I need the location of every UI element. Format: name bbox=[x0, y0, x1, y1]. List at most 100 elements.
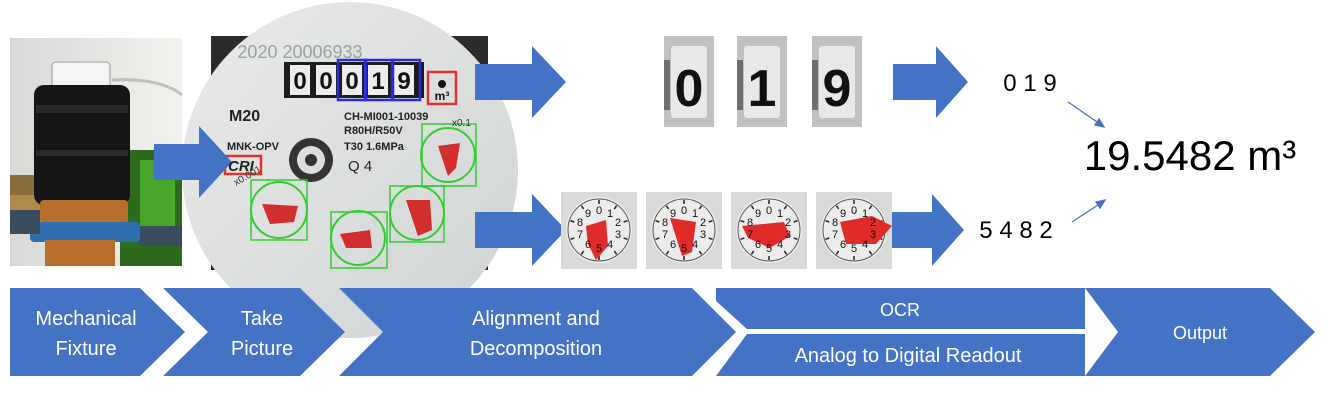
dial-crop-4 bbox=[816, 192, 892, 269]
dial-numbers: 0 1 2 3 4 5 6 7 8 9 0 1 2 3 4 5 6 7 8 9 … bbox=[577, 205, 876, 255]
svg-text:3: 3 bbox=[785, 229, 791, 241]
step4-label-top: OCR bbox=[880, 300, 920, 320]
step1-label-2: Fixture bbox=[55, 338, 116, 360]
svg-text:9: 9 bbox=[840, 208, 846, 220]
meter-serial-text: 2020 20006933 bbox=[237, 42, 362, 62]
dial-crops bbox=[561, 192, 892, 269]
svg-text:6: 6 bbox=[840, 239, 846, 251]
step3-label-1: Alignment and bbox=[472, 308, 600, 330]
svg-text:1: 1 bbox=[607, 208, 613, 220]
chevron-mechanical-fixture bbox=[10, 288, 185, 376]
arrow-dials-to-readout bbox=[888, 194, 964, 266]
meter-model-text: M20 bbox=[229, 108, 260, 125]
chevron-alignment bbox=[339, 288, 736, 376]
svg-text:3: 3 bbox=[615, 229, 621, 241]
step1-label-1: Mechanical bbox=[35, 308, 136, 330]
flow-arrows bbox=[154, 46, 968, 266]
meter-digit-3: 0 bbox=[345, 68, 358, 95]
svg-text:9: 9 bbox=[585, 208, 591, 220]
digit-crop-3-text: 9 bbox=[823, 60, 852, 118]
meter-digit-4: 1 bbox=[371, 68, 384, 95]
svg-text:8: 8 bbox=[832, 217, 838, 229]
result-arrows bbox=[1067, 101, 1107, 223]
digit-crop-1-text: 0 bbox=[675, 60, 704, 118]
svg-text:2: 2 bbox=[870, 217, 876, 229]
dial-crop-1 bbox=[561, 192, 637, 269]
step4-label-bottom: Analog to Digital Readout bbox=[795, 345, 1022, 367]
arrow-digits-to-ocr bbox=[893, 46, 968, 118]
digital-readout: 0 1 9 bbox=[1003, 70, 1056, 97]
meter-digit-5: 9 bbox=[397, 68, 410, 95]
chevron-output bbox=[1085, 288, 1315, 376]
svg-text:4: 4 bbox=[692, 239, 698, 251]
digit-crop-1 bbox=[664, 36, 714, 127]
meter-digit-1: 0 bbox=[293, 68, 306, 95]
svg-text:9: 9 bbox=[670, 208, 676, 220]
final-value: 19.5482 m³ bbox=[1084, 132, 1296, 179]
svg-text:1: 1 bbox=[777, 208, 783, 220]
dial-crop-2 bbox=[646, 192, 722, 269]
meter-q-text: Q 4 bbox=[348, 158, 372, 175]
meter-brand-text: CRI bbox=[228, 158, 255, 175]
analog-readout: 5 4 8 2 bbox=[979, 217, 1052, 244]
svg-text:8: 8 bbox=[577, 217, 583, 229]
meter-digit-2: 0 bbox=[319, 68, 332, 95]
meter-maker-text: MNK-OPV bbox=[227, 141, 280, 153]
arrow-meter-to-digits bbox=[475, 46, 566, 118]
svg-text:2: 2 bbox=[785, 217, 791, 229]
svg-text:4: 4 bbox=[607, 239, 613, 251]
arrow-fixture-to-meter bbox=[154, 126, 232, 198]
svg-text:0: 0 bbox=[681, 205, 687, 217]
step3-label-2: Decomposition bbox=[470, 338, 602, 360]
digit-crops bbox=[664, 36, 862, 127]
svg-text:6: 6 bbox=[585, 239, 591, 251]
svg-text:0: 0 bbox=[596, 205, 602, 217]
svg-text:5: 5 bbox=[596, 243, 602, 255]
meter-spec2-text: T30 1.6MPa bbox=[344, 141, 405, 153]
svg-text:2: 2 bbox=[700, 217, 706, 229]
meter-unit-text: m³ bbox=[435, 89, 450, 103]
svg-text:7: 7 bbox=[662, 229, 668, 241]
svg-text:7: 7 bbox=[747, 229, 753, 241]
svg-text:1: 1 bbox=[862, 208, 868, 220]
svg-text:3: 3 bbox=[870, 229, 876, 241]
digit-crop-2-text: 1 bbox=[748, 60, 777, 118]
svg-text:5: 5 bbox=[766, 243, 772, 255]
svg-text:5: 5 bbox=[851, 243, 857, 255]
pipeline-labels: Mechanical Fixture Take Picture Alignmen… bbox=[35, 300, 1227, 367]
svg-text:9: 9 bbox=[755, 208, 761, 220]
meter-labels: 2020 20006933 0 0 0 1 9 m³ M20 CH-MI001-… bbox=[227, 42, 471, 189]
svg-text:0: 0 bbox=[766, 205, 772, 217]
svg-text:2: 2 bbox=[615, 217, 621, 229]
svg-text:3: 3 bbox=[700, 229, 706, 241]
svg-text:6: 6 bbox=[670, 239, 676, 251]
svg-text:8: 8 bbox=[747, 217, 753, 229]
pipeline-chevrons bbox=[10, 288, 1315, 376]
dial-crop-3 bbox=[731, 192, 807, 269]
svg-text:8: 8 bbox=[662, 217, 668, 229]
meter-dial-mult-1: x0.1 bbox=[452, 118, 471, 129]
step2-label-1: Take bbox=[241, 308, 283, 330]
meter-photo bbox=[182, 2, 518, 338]
svg-text:7: 7 bbox=[832, 229, 838, 241]
svg-text:1: 1 bbox=[692, 208, 698, 220]
svg-text:6: 6 bbox=[755, 239, 761, 251]
meter-cert-text: CH-MI001-10039 bbox=[344, 111, 428, 123]
svg-text:4: 4 bbox=[862, 239, 868, 251]
chevron-ocr bbox=[716, 288, 1085, 329]
svg-text:5: 5 bbox=[681, 243, 687, 255]
meter-spec1-text: R80H/R50V bbox=[344, 125, 403, 137]
svg-text:7: 7 bbox=[577, 229, 583, 241]
digit-crop-3 bbox=[812, 36, 862, 127]
chevron-analog bbox=[716, 334, 1085, 376]
digit-crop-2 bbox=[737, 36, 787, 127]
step5-label: Output bbox=[1173, 323, 1227, 343]
digit-crop-labels: 0 1 9 bbox=[675, 60, 852, 118]
svg-text:0: 0 bbox=[851, 205, 857, 217]
readouts: 0 1 9 5 4 8 2 19.5482 m³ bbox=[979, 70, 1296, 244]
step2-label-2: Picture bbox=[231, 338, 293, 360]
svg-text:4: 4 bbox=[777, 239, 783, 251]
arrow-meter-to-dials bbox=[475, 194, 566, 266]
chevron-take-picture bbox=[163, 288, 345, 376]
